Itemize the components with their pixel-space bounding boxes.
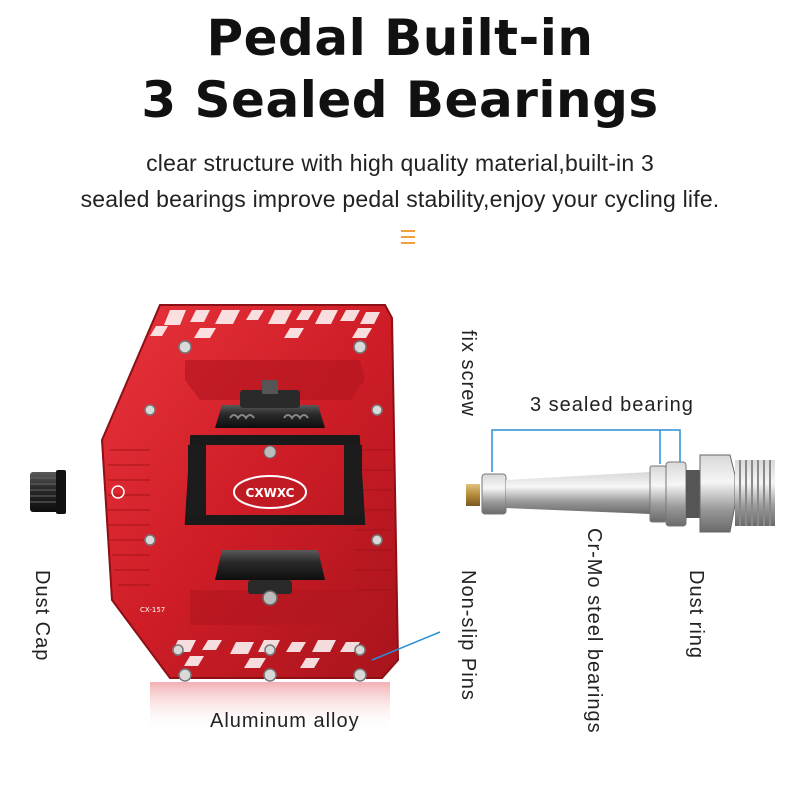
- non-slip-pins-label: Non-slip Pins: [457, 570, 479, 701]
- crmo-bearings-label: Cr-Mo steel bearings: [583, 528, 605, 734]
- axle-assembly: [466, 454, 775, 533]
- menu-lines-icon: [401, 230, 415, 244]
- headline-line-1: Pedal Built-in: [206, 9, 594, 67]
- bearing-callout-lines: [491, 429, 681, 472]
- brand-logo: CXWXC: [246, 486, 295, 500]
- description-line-1: clear structure with high quality materi…: [146, 150, 654, 176]
- description-line-2: sealed bearings improve pedal stability,…: [80, 186, 720, 212]
- dust-cap: [30, 470, 66, 514]
- headline-line-2: 3 Sealed Bearings: [141, 71, 659, 129]
- pin-set: [144, 340, 383, 682]
- dust-ring-label: Dust ring: [685, 570, 707, 660]
- cleat-mechanism: [111, 380, 366, 606]
- sealed-bearing-label: 3 sealed bearing: [530, 394, 694, 416]
- model-number: CX-157: [140, 606, 165, 614]
- pins-callout-line: [371, 631, 441, 661]
- fix-screw-label: fix screw: [457, 330, 479, 417]
- aluminum-alloy-label: Aluminum alloy: [210, 710, 360, 732]
- dust-cap-label: Dust Cap: [31, 570, 53, 662]
